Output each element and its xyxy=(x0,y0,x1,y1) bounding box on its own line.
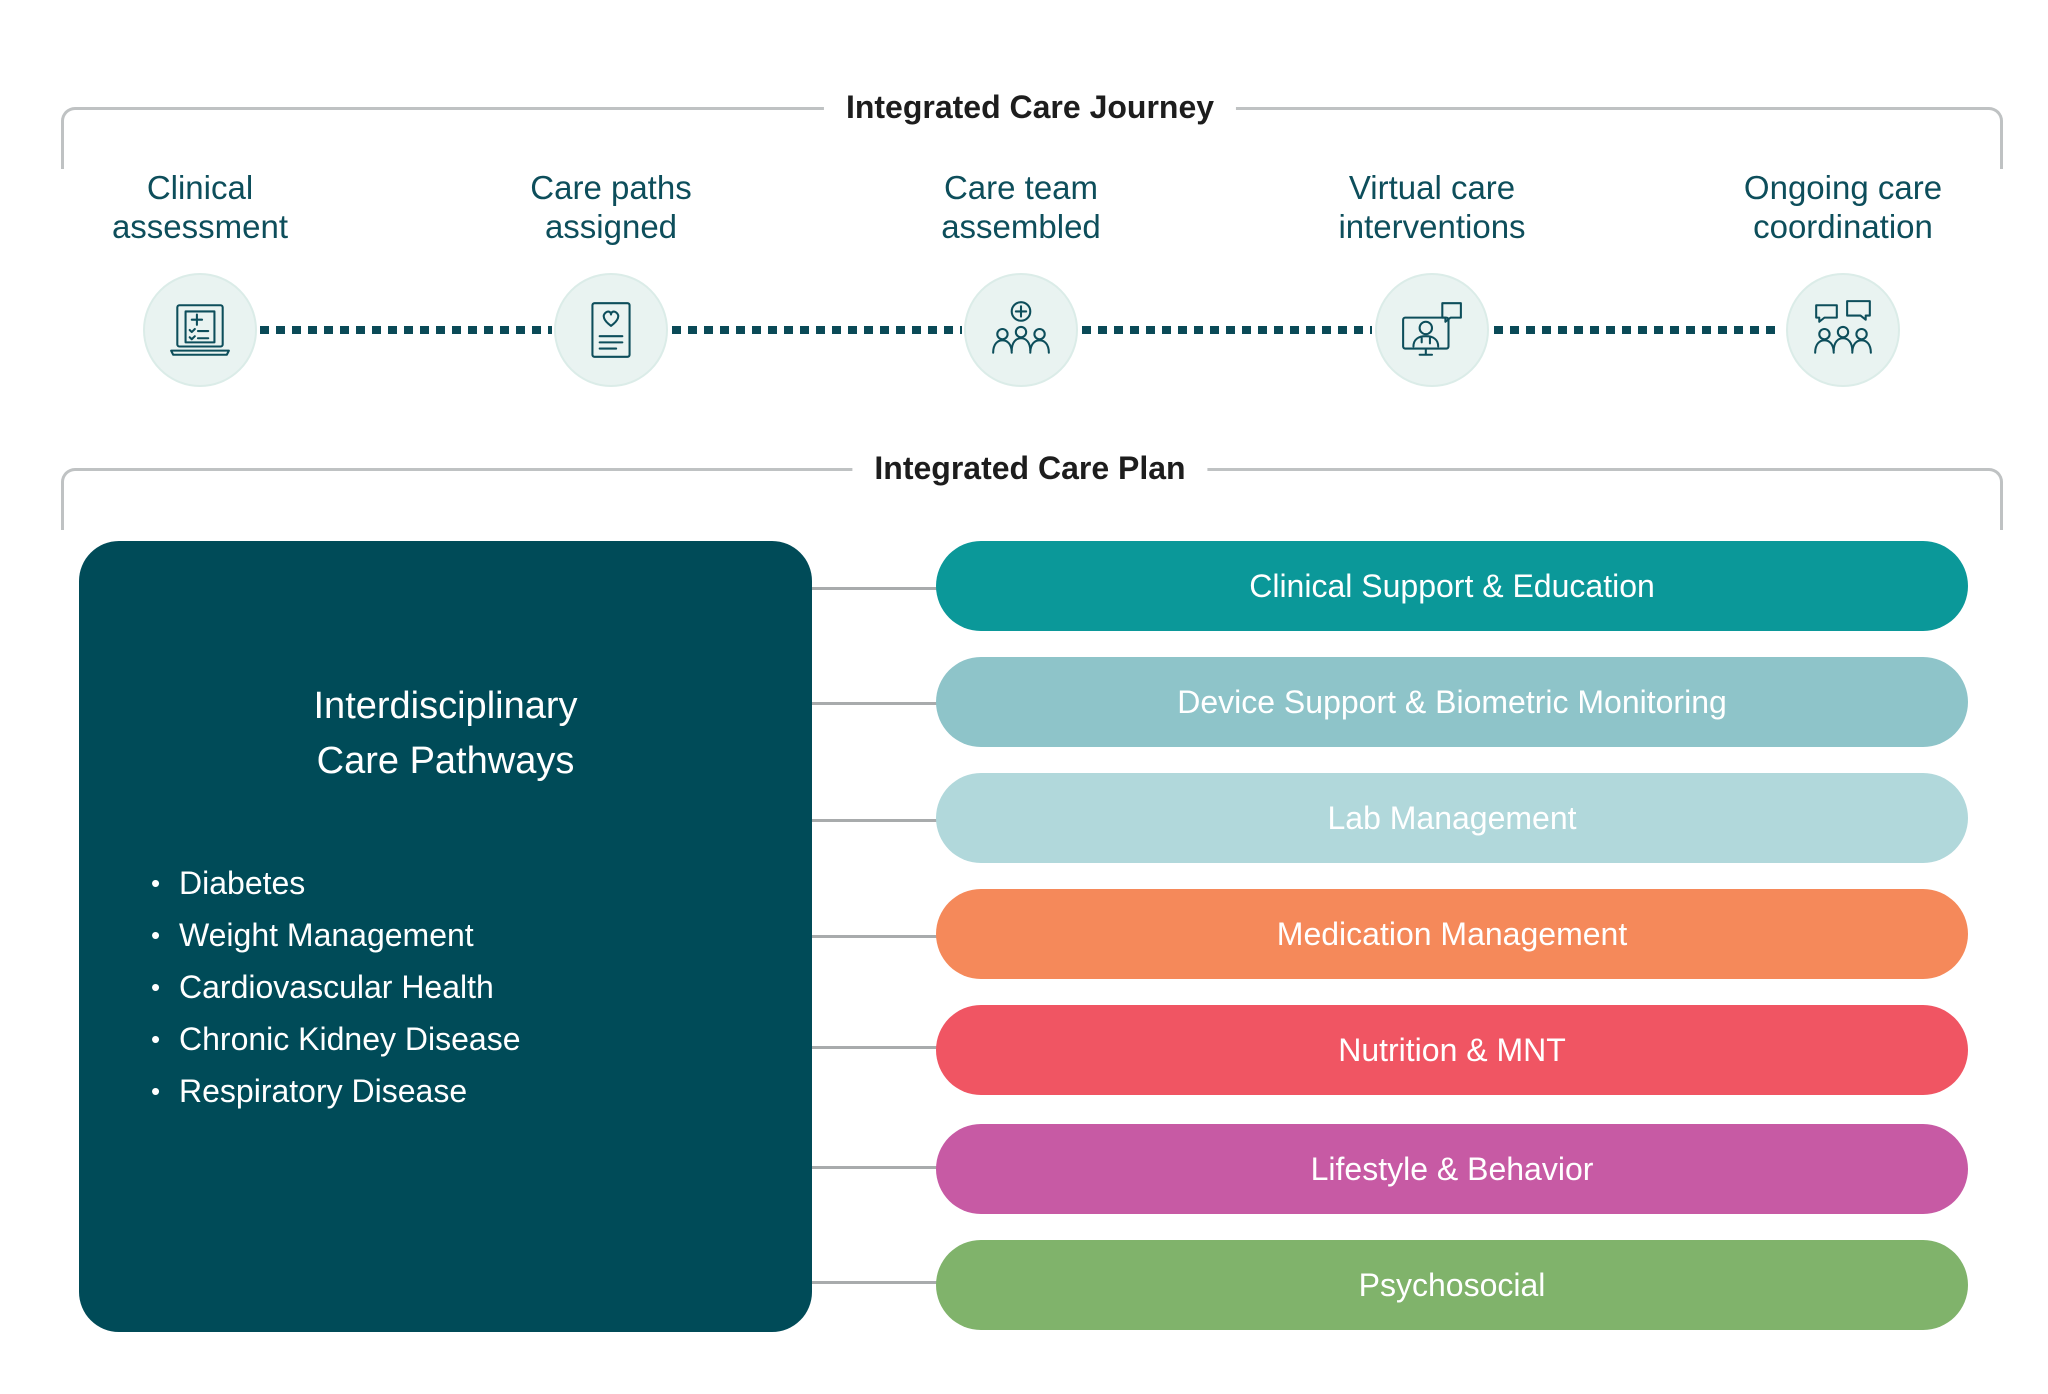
step-label-virtual-care: Virtual care interventions xyxy=(1338,169,1526,245)
care-path-document-icon xyxy=(554,273,668,387)
journey-title: Integrated Care Journey xyxy=(823,87,1237,127)
service-connector xyxy=(812,702,938,705)
service-connector xyxy=(812,587,938,590)
virtual-care-icon xyxy=(1375,273,1489,387)
service-lab-management: Lab Management xyxy=(936,773,1968,863)
pathways-list: •Diabetes •Weight Management •Cardiovasc… xyxy=(151,857,521,1117)
care-coordination-icon xyxy=(1786,273,1900,387)
journey-connector-1 xyxy=(260,326,552,334)
service-psychosocial: Psychosocial xyxy=(936,1240,1968,1330)
step-label-care-team: Care team assembled xyxy=(941,169,1101,245)
step-label-care-paths: Care paths assigned xyxy=(530,169,692,245)
service-connector xyxy=(812,935,938,938)
service-lifestyle-behavior: Lifestyle & Behavior xyxy=(936,1124,1968,1214)
service-connector xyxy=(812,1281,938,1284)
pathways-title: Interdisciplinary Care Pathways xyxy=(313,685,578,782)
journey-connector-3 xyxy=(1082,326,1372,334)
service-clinical-support: Clinical Support & Education xyxy=(936,541,1968,631)
care-team-icon xyxy=(964,273,1078,387)
service-device-support: Device Support & Biometric Monitoring xyxy=(936,657,1968,747)
service-connector xyxy=(812,819,938,822)
pathway-item: •Cardiovascular Health xyxy=(151,969,494,1005)
service-medication-management: Medication Management xyxy=(936,889,1968,979)
plan-title: Integrated Care Plan xyxy=(852,448,1208,488)
journey-connector-2 xyxy=(672,326,962,334)
step-label-clinical-assessment: Clinical assessment xyxy=(111,169,289,245)
pathway-item: •Chronic Kidney Disease xyxy=(151,1021,521,1057)
pathway-item: •Diabetes xyxy=(151,865,306,901)
pathways-panel: Interdisciplinary Care Pathways •Diabete… xyxy=(79,541,812,1332)
clinical-assessment-icon xyxy=(143,273,257,387)
service-nutrition: Nutrition & MNT xyxy=(936,1005,1968,1095)
journey-connector-4 xyxy=(1494,326,1780,334)
step-label-care-coordination: Ongoing care coordination xyxy=(1743,169,1943,245)
service-connector xyxy=(812,1166,938,1169)
pathway-item: •Respiratory Disease xyxy=(151,1073,468,1109)
pathway-item: •Weight Management xyxy=(151,917,474,953)
service-connector xyxy=(812,1046,938,1049)
